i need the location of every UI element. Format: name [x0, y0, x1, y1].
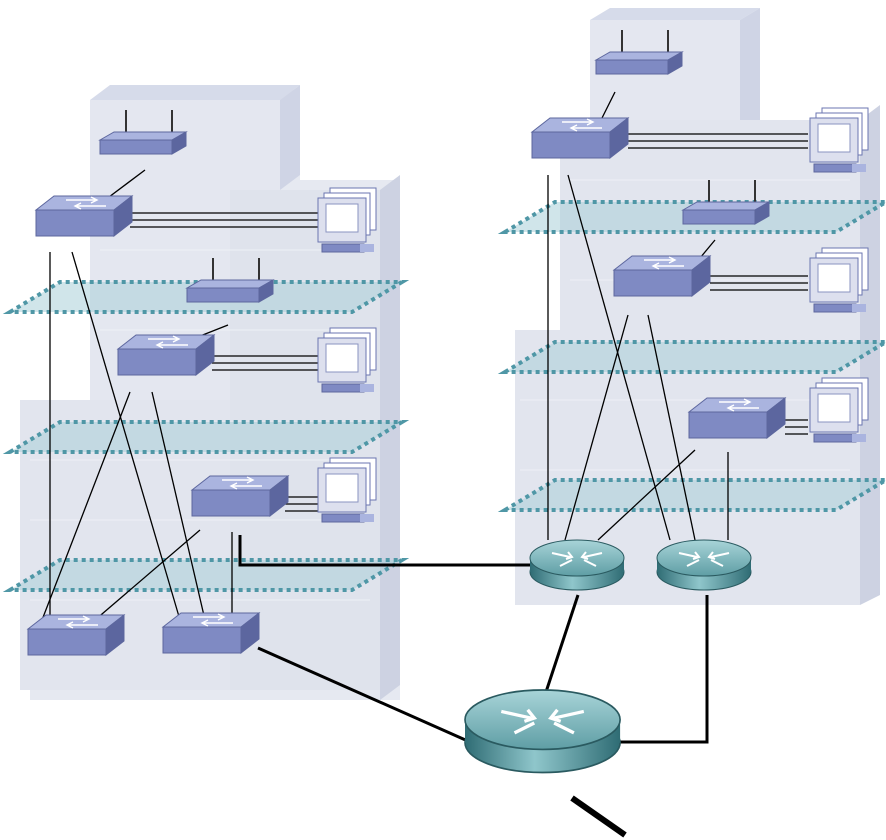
switch-icon [27, 614, 125, 656]
links [41, 91, 808, 838]
switch-icon [531, 117, 629, 159]
switch-icon [688, 397, 786, 439]
floor-plane [2, 420, 410, 454]
router-icon [656, 539, 752, 591]
switch-icon [117, 334, 215, 376]
switch-icon [162, 612, 260, 654]
switch-icon [35, 195, 133, 237]
core-router [463, 688, 622, 775]
router-icon [529, 539, 625, 591]
floor-plane [2, 558, 410, 592]
switch-icon [191, 475, 289, 517]
router-icon [463, 688, 622, 775]
switch-icon [613, 255, 711, 297]
floor-plane [497, 340, 886, 374]
floor-plane [497, 478, 886, 512]
